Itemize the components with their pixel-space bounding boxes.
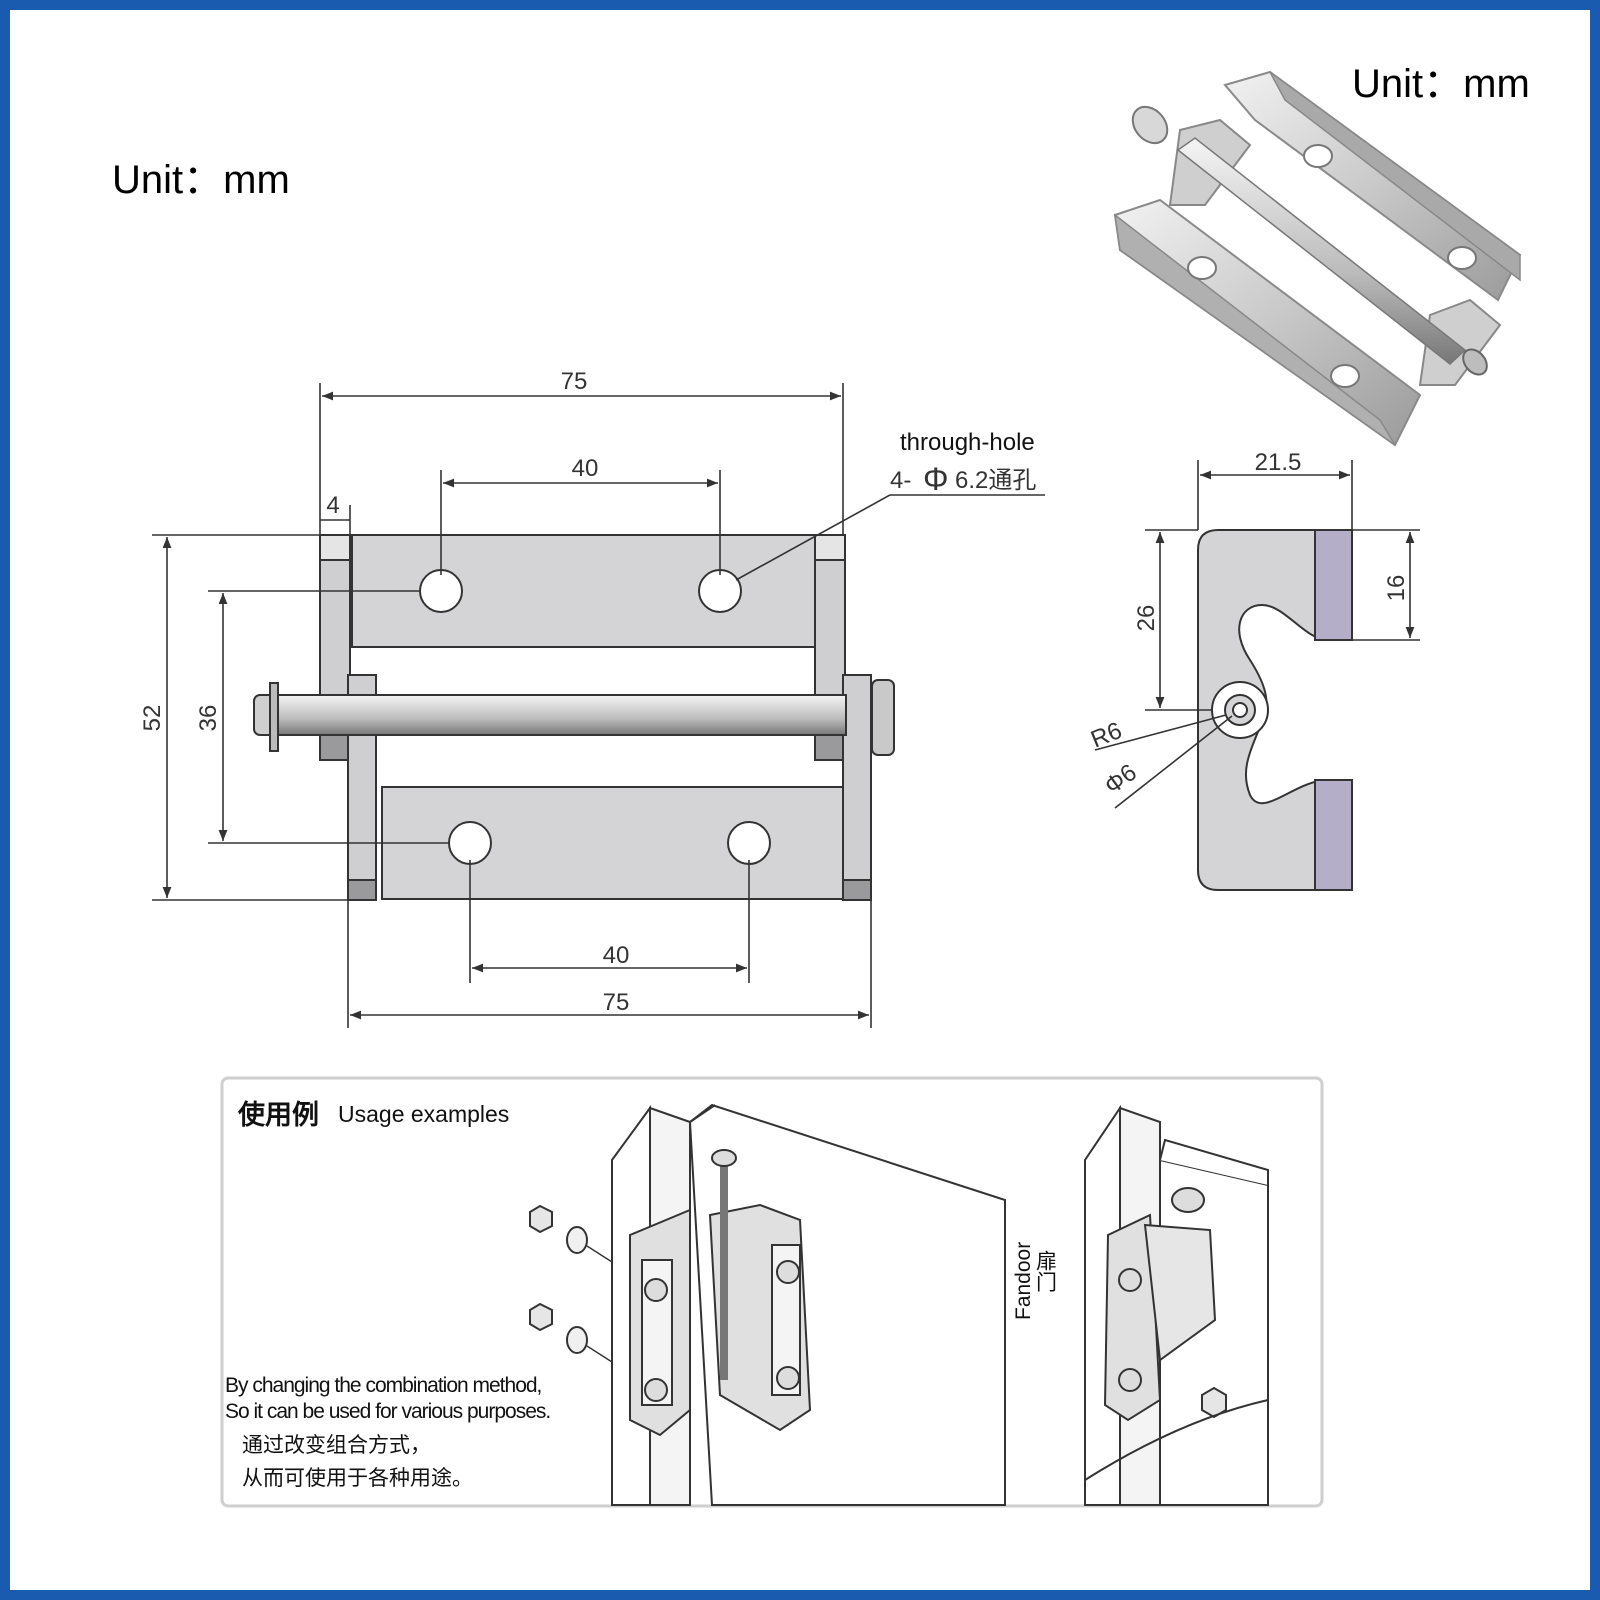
hole-callout-title: through-hole — [900, 429, 1035, 456]
dim-top-hole-spacing: 40 — [572, 455, 599, 482]
drawing-canvas: Unit：mm Unit：mm — [112, 62, 1530, 1508]
dim-leaf-thickness: 4 — [326, 492, 339, 519]
hole-top-right — [698, 569, 742, 613]
pin-head — [871, 679, 895, 756]
dim-radius: R6 — [1087, 717, 1126, 754]
side-accent-top — [1314, 529, 1353, 641]
dim-side-height-16: 16 — [1383, 575, 1410, 602]
usage-title-cn: 使用例 — [237, 1100, 319, 1130]
usage-illustration-1 — [529, 1103, 1006, 1506]
hinge-photo — [1113, 70, 1522, 447]
side-dimensions — [1094, 460, 1420, 809]
side-profile — [1197, 529, 1353, 891]
usage-illustration-2 — [1084, 1104, 1269, 1506]
front-view — [253, 534, 895, 901]
dim-pin-diameter: Φ6 — [1100, 759, 1142, 800]
side-view — [1197, 529, 1353, 891]
usage-desc-cn-1: 通过改变组合方式， — [242, 1434, 431, 1457]
usage-title-en: Usage examples — [338, 1101, 509, 1127]
unit-label-left: Unit：mm — [112, 158, 290, 202]
right-inner-knuckle — [842, 674, 872, 901]
hole-callout-prefix: 4- — [890, 467, 911, 494]
usage-desc-en-1: By changing the combination method, — [225, 1374, 541, 1397]
dim-bottom-hole-spacing: 40 — [603, 942, 630, 969]
hole-top-left — [419, 569, 463, 613]
usage-desc-en-2: So it can be used for various purposes. — [225, 1400, 550, 1423]
hole-bottom-left — [448, 821, 492, 865]
unit-label-right: Unit：mm — [1352, 62, 1530, 106]
dim-side-width: 21.5 — [1255, 449, 1302, 476]
dim-bottom-width: 75 — [603, 989, 630, 1016]
side-accent-bottom — [1314, 779, 1353, 891]
front-dimensions — [152, 383, 1045, 1028]
dim-overall-height: 52 — [139, 705, 166, 732]
dim-side-height-26: 26 — [1133, 605, 1160, 632]
hinge-pin — [275, 694, 847, 736]
door-label-en: Fandoor — [1012, 1242, 1035, 1320]
hole-bottom-right — [727, 821, 771, 865]
dim-top-width: 75 — [561, 368, 588, 395]
hole-callout-value: 6.2通孔 — [955, 467, 1036, 494]
door-label-cn: 扉门 — [1034, 1250, 1058, 1292]
dim-hole-center-spacing: 36 — [195, 705, 222, 732]
usage-desc-cn-2: 从而可使用于各种用途。 — [242, 1467, 473, 1490]
hole-diameter-symbol: Φ — [923, 461, 949, 497]
